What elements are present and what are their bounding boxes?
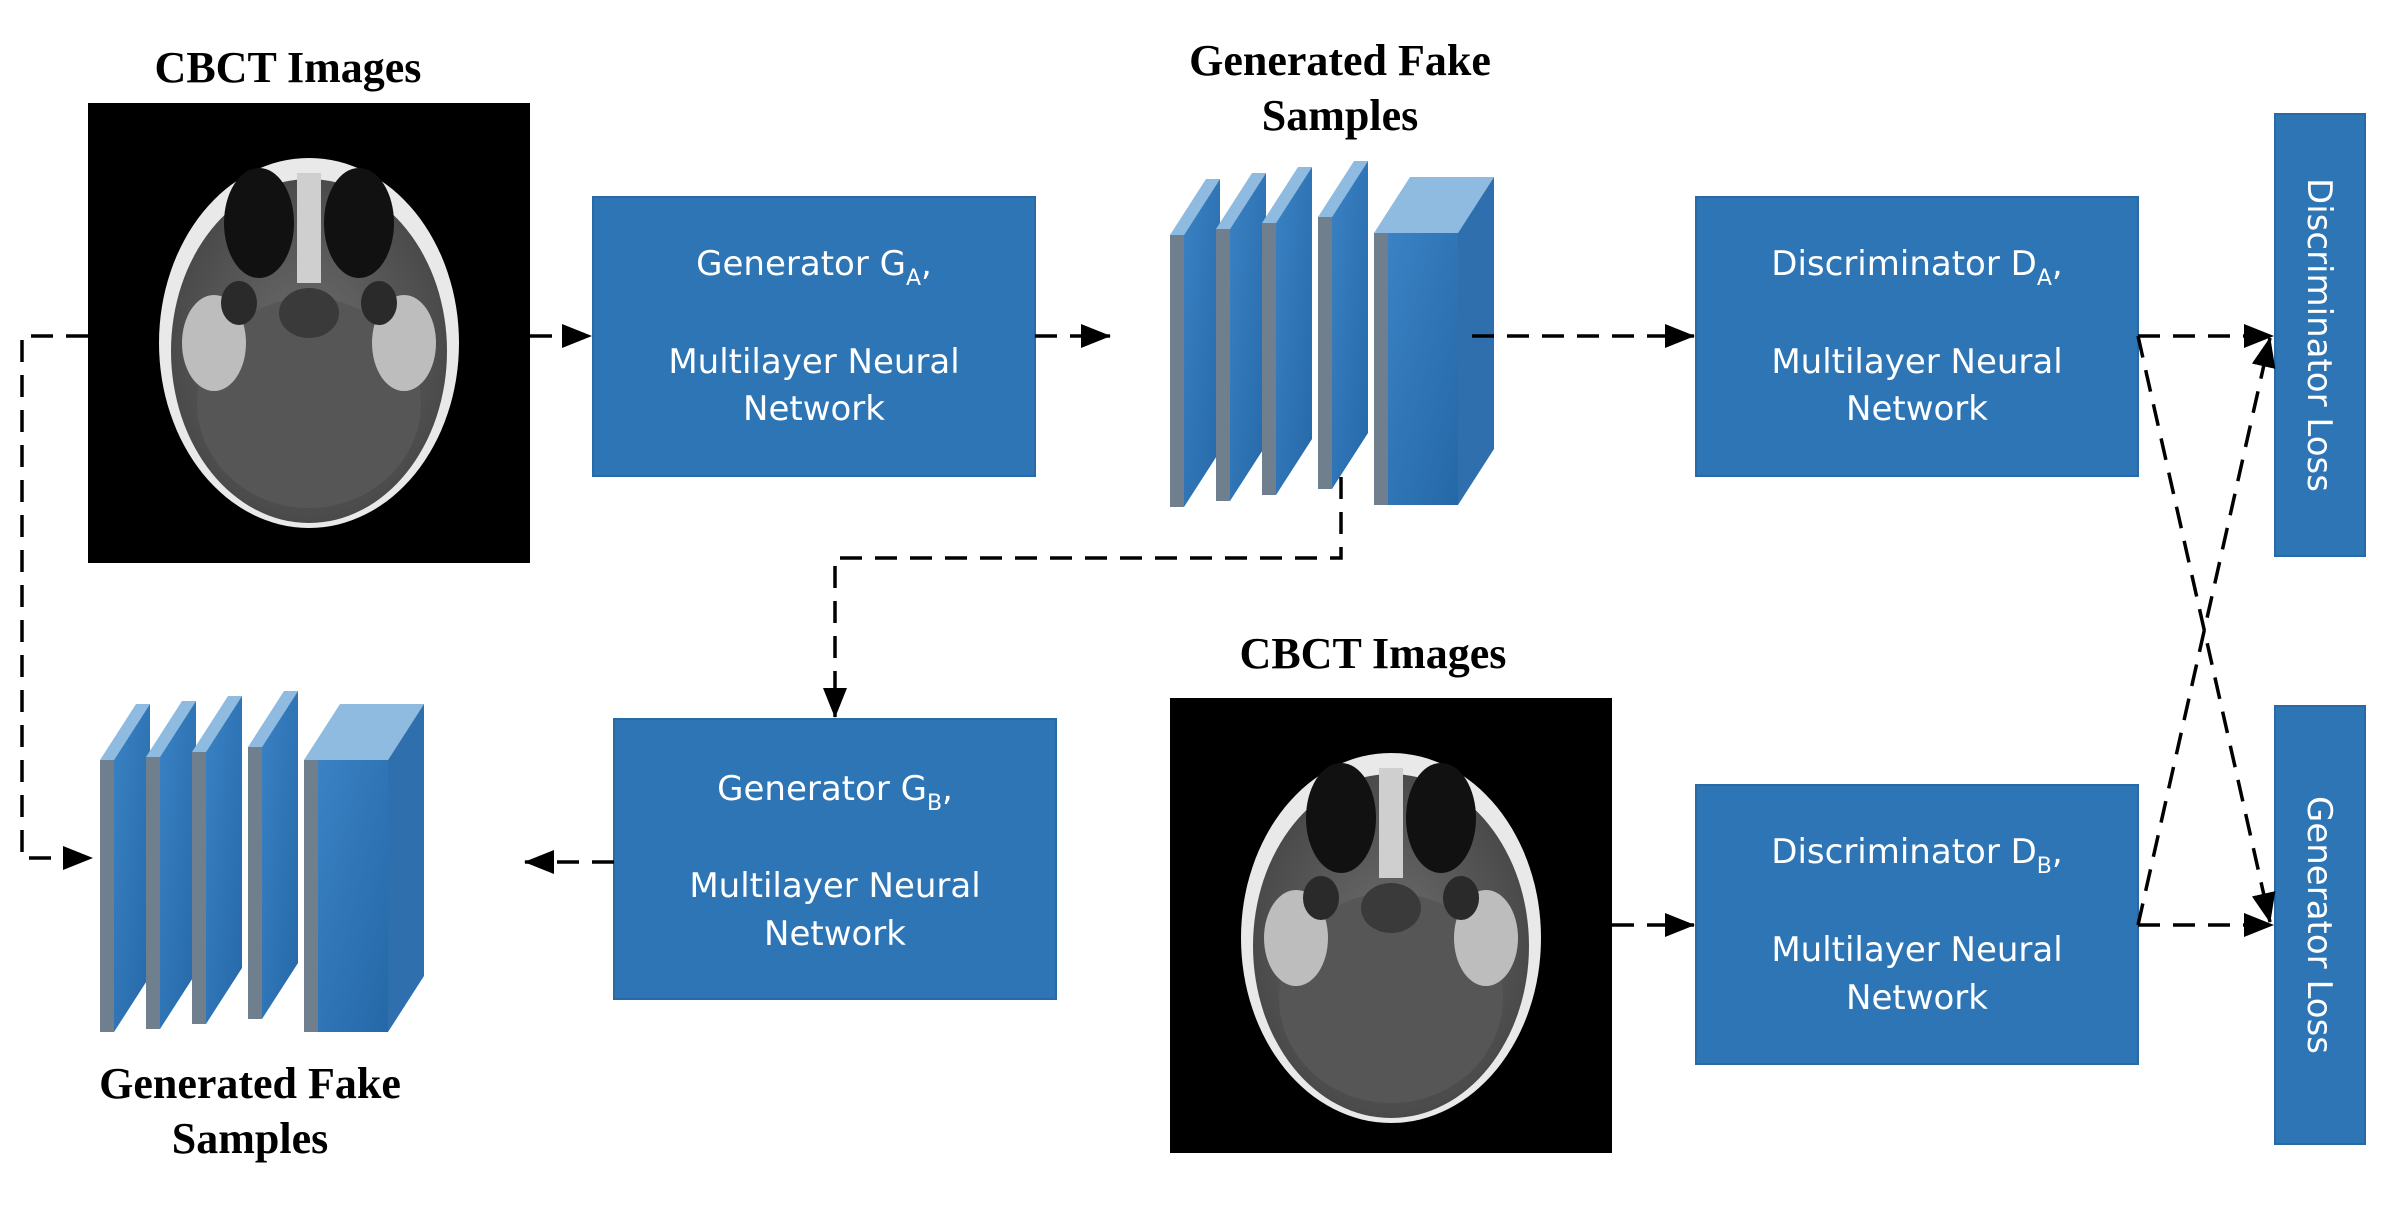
generated-fake-samples-title-bottom-line1: Generated Fake: [99, 1059, 401, 1108]
generator-a-line3: Network: [743, 389, 885, 429]
generator-loss-label: Generator Loss: [2299, 796, 2339, 1054]
generator-a-box: Generator GA, Multilayer Neural Network: [592, 196, 1036, 477]
generator-b-line3: Network: [764, 914, 906, 954]
cbct-image-bottom: [1170, 698, 1612, 1153]
discriminator-a-line3: Network: [1846, 389, 1988, 429]
discriminator-loss-label: Discriminator Loss: [2299, 178, 2339, 492]
generator-loss-bar: Generator Loss: [2274, 705, 2366, 1145]
generator-a-line2: Multilayer Neural: [668, 342, 959, 382]
cbct-images-title-bottom: CBCT Images: [1240, 629, 1507, 678]
discriminator-a-box: Discriminator DA, Multilayer Neural Netw…: [1695, 196, 2139, 477]
arrow-discriminator-b-to-discriminator-loss: [2136, 337, 2276, 926]
arrow-discriminator-a-to-generator-loss: [2136, 335, 2276, 923]
discriminator-loss-bar: Discriminator Loss: [2274, 113, 2366, 557]
arrow-stack-to-generator-b: [823, 477, 1343, 718]
generated-fake-samples-title-top-line2: Samples: [1262, 91, 1418, 140]
generated-samples-stack-bottom: [100, 691, 424, 1032]
discriminator-b-label: Discriminator DB,: [1771, 832, 2062, 879]
discriminator-a-label: Discriminator DA,: [1771, 244, 2062, 291]
generated-samples-stack-top: [1170, 161, 1494, 507]
discriminator-b-box: Discriminator DB, Multilayer Neural Netw…: [1695, 784, 2139, 1065]
cbct-image-top: [88, 103, 530, 563]
generated-fake-samples-title-bottom-line2: Samples: [172, 1114, 328, 1163]
discriminator-a-line2: Multilayer Neural: [1771, 342, 2062, 382]
discriminator-b-line3: Network: [1846, 978, 1988, 1018]
generator-b-label: Generator GB,: [717, 769, 953, 816]
cbct-images-title-top: CBCT Images: [155, 43, 422, 92]
generator-b-line2: Multilayer Neural: [689, 866, 980, 906]
discriminator-b-line2: Multilayer Neural: [1771, 930, 2062, 970]
generated-fake-samples-title-top-line1: Generated Fake: [1189, 36, 1491, 85]
arrow-cbct-to-stack-bottom: [20, 334, 93, 870]
generator-a-label: Generator GA,: [696, 244, 932, 291]
generator-b-box: Generator GB, Multilayer Neural Network: [613, 718, 1057, 1000]
